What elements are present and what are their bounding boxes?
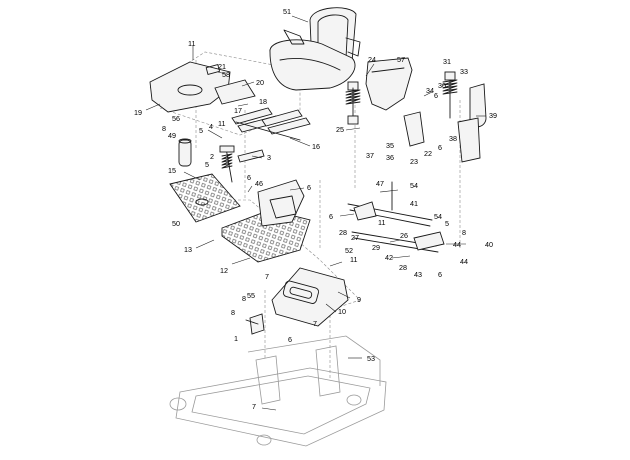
callout: 24 — [368, 55, 376, 64]
callout: 11 — [218, 119, 225, 128]
callout: 6 — [434, 91, 438, 100]
cylinder — [178, 138, 192, 167]
seat-shock-right — [442, 71, 458, 119]
floor-mat — [169, 173, 241, 223]
callout: 10 — [338, 307, 346, 316]
callout: 30 — [438, 81, 446, 90]
callout: 2 — [210, 152, 214, 161]
footrest-plate — [221, 179, 311, 263]
callout: 37 — [366, 151, 374, 160]
linkage-assembly — [347, 181, 445, 253]
callout: 11 — [188, 39, 195, 48]
callout: 25 — [336, 125, 344, 134]
callout: 51 — [283, 7, 291, 16]
callout: 7 — [252, 402, 256, 411]
seat — [269, 7, 361, 91]
leader-lines — [145, 15, 486, 411]
callout: 4 — [209, 122, 213, 131]
callout: 7 — [313, 319, 317, 328]
callout: 54 — [434, 212, 442, 221]
bracket-plate — [214, 79, 256, 105]
callout: 58 — [222, 70, 230, 79]
callout: 43 — [414, 270, 422, 279]
callout: 44 — [453, 240, 461, 249]
callout: 49 — [168, 131, 176, 140]
callout: 55 — [247, 291, 255, 300]
callout: 6 — [438, 143, 442, 152]
chassis-frame — [169, 335, 387, 447]
callout: 54 — [410, 181, 418, 190]
callout: 39 — [489, 111, 497, 120]
spring-shock-left — [219, 145, 235, 183]
callout: 38 — [449, 134, 457, 143]
callout: 5 — [445, 219, 449, 228]
callout: 20 — [256, 78, 264, 87]
callout: 6 — [247, 173, 251, 182]
callout: 13 — [184, 245, 192, 254]
callout: 8 — [462, 228, 466, 237]
callout: 6 — [329, 212, 333, 221]
callout: 5 — [199, 126, 203, 135]
small-brackets — [245, 313, 265, 335]
seat-back-panel — [365, 57, 413, 111]
callout: 23 — [410, 157, 418, 166]
callout: 28 — [399, 263, 407, 272]
center-platform — [271, 267, 349, 327]
callout: 17 — [234, 106, 242, 115]
callout: 6 — [307, 183, 311, 192]
callout: 56 — [172, 114, 180, 123]
callout: 41 — [410, 199, 418, 208]
callout: 18 — [259, 97, 267, 106]
callout: 1 — [234, 334, 238, 343]
callout: 3 — [267, 153, 271, 162]
callout: 33 — [460, 67, 468, 76]
callout: 29 — [372, 243, 380, 252]
callout: 21 — [218, 62, 226, 71]
callout: 12 — [220, 266, 228, 275]
link-bracket — [237, 149, 265, 163]
callout: 26 — [400, 231, 408, 240]
callout: 28 — [339, 228, 347, 237]
callout: 50 — [172, 219, 180, 228]
callout: 44 — [460, 257, 468, 266]
mount-bracket — [403, 111, 425, 147]
callout: 8 — [162, 124, 166, 133]
callout: 46 — [255, 179, 263, 188]
callout: 36 — [386, 153, 394, 162]
callout: 6 — [288, 335, 292, 344]
seat-rails — [231, 107, 311, 141]
callout: 35 — [386, 141, 394, 150]
callout: 6 — [438, 270, 442, 279]
callout: 57 — [397, 55, 405, 64]
callout: 47 — [376, 179, 384, 188]
callout: 5 — [205, 160, 209, 169]
callout: 8 — [242, 294, 246, 303]
callout: 11 — [350, 255, 357, 264]
callout: 22 — [424, 149, 432, 158]
callout: 40 — [485, 240, 493, 249]
callout: 8 — [231, 308, 235, 317]
callout: 15 — [168, 166, 176, 175]
callout: 34 — [426, 86, 434, 95]
callout: 53 — [367, 354, 375, 363]
callout: 11 — [378, 218, 385, 227]
callout: 31 — [443, 57, 451, 66]
seat-shock-left — [345, 81, 361, 125]
callout-labels: 51 11 21 58 20 19 56 8 49 17 18 5 4 11 2… — [134, 7, 497, 411]
callout: 19 — [134, 108, 142, 117]
callout: 16 — [312, 142, 320, 151]
callout: 52 — [345, 246, 353, 255]
callout: 27 — [351, 233, 359, 242]
callout: 9 — [357, 295, 361, 304]
callout: 42 — [385, 253, 393, 262]
callout: 7 — [265, 272, 269, 281]
support-tube — [457, 83, 487, 163]
